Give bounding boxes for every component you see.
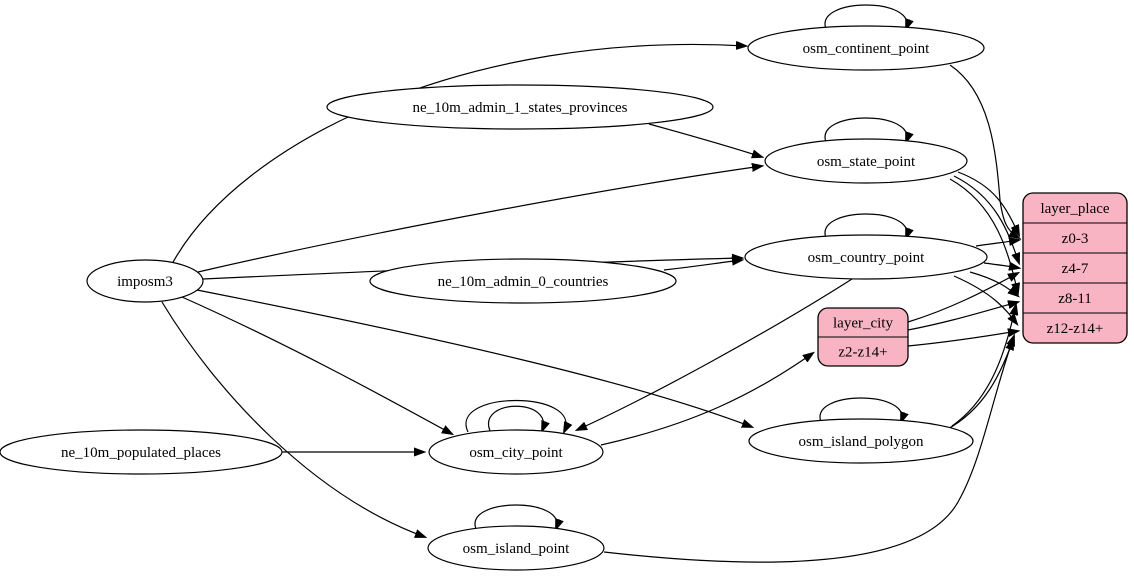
node-label: ne_10m_admin_0_countries [438, 274, 609, 290]
node-label: osm_continent_point [803, 41, 930, 57]
edge-ne_10m_admin_1_states_provinces-to-osm_state_point [648, 123, 762, 157]
edge-osm_continent_point-to-osm_continent_point [824, 4, 907, 29]
node-osm_island_polygon: osm_island_polygon [748, 418, 974, 464]
edge-osm_continent_point-to-layer_place:z0-3 [949, 64, 1019, 238]
edge-layer_city-to-layer_place:z4-7 [907, 273, 1018, 323]
record-row-label: z4-7 [1062, 261, 1089, 277]
edge-imposm3-to-osm_island_polygon [196, 289, 752, 427]
edge-ne_10m_admin_0_countries-to-osm_country_point [663, 260, 742, 271]
node-shape [326, 84, 714, 130]
edge-layer_city-to-layer_place:z12-z14+ [907, 331, 1018, 347]
node-osm_continent_point: osm_continent_point [747, 25, 985, 71]
node-label: osm_island_polygon [798, 434, 924, 450]
record-title: layer_place [1040, 201, 1109, 217]
edge-osm_country_point-to-layer_place:z12-z14+ [953, 275, 1017, 324]
edge-imposm3-to-osm_continent_point [171, 44, 746, 265]
edge-layer_city-to-layer_place:z8-11 [907, 302, 1018, 331]
record-layer_city: layer_city z2-z14+ [817, 307, 909, 367]
edge-osm_state_point-to-osm_state_point [824, 117, 907, 142]
record-row-label: z2-z14+ [838, 345, 887, 361]
node-shape [0, 429, 283, 475]
node-shape [428, 429, 604, 475]
record-title: layer_city [833, 316, 893, 332]
edge-imposm3-to-osm_island_point [161, 301, 425, 537]
node-label: ne_10m_admin_1_states_provinces [413, 100, 628, 116]
node-ne_10m_admin_1_states_provinces: ne_10m_admin_1_states_provinces [326, 84, 714, 130]
edge-osm_country_point-to-layer_place:z4-7 [983, 263, 1019, 268]
record-layer_place: layer_place z0-3 z4-7 z8-11 z12-z14+ [1022, 192, 1128, 344]
node-osm_island_point: osm_island_point [427, 525, 605, 571]
edge-osm_city_point-to-osm_city_point [487, 405, 544, 431]
node-shape [86, 259, 204, 303]
node-shape [427, 525, 605, 571]
node-imposm3: imposm3 [86, 259, 204, 303]
node-osm_city_point: osm_city_point [428, 429, 604, 475]
edge-osm_city_point-to-layer_city:z2-z14+ [600, 353, 813, 446]
node-label: osm_island_point [463, 541, 571, 557]
edge-osm_city_point-to-osm_city_point [465, 399, 566, 433]
edge-osm_country_point-to-layer_place:z0-3 [975, 240, 1019, 247]
edge-osm_country_point-to-layer_place:z8-11 [969, 271, 1018, 296]
edge-osm_country_point-to-osm_country_point [824, 213, 907, 238]
node-label: ne_10m_populated_places [61, 445, 221, 461]
edge-osm_state_point-to-layer_place:z4-7 [953, 175, 1019, 263]
record-shape [1022, 192, 1128, 344]
edge-osm_island_point-to-layer_place:z12-z14+ [603, 336, 1014, 563]
node-osm_country_point: osm_country_point [744, 234, 988, 280]
nodes-layer: imposm3 ne_10m_admin_1_states_provincesne… [0, 25, 1128, 571]
node-label: osm_state_point [817, 154, 916, 170]
edge-osm_country_point-to-osm_city_point [577, 278, 853, 430]
node-label: osm_country_point [808, 250, 925, 266]
node-label: osm_city_point [469, 445, 563, 461]
edges-layer [161, 4, 1019, 563]
edge-imposm3-to-osm_city_point [181, 296, 452, 434]
node-shape [369, 258, 677, 304]
edge-osm_island_polygon-to-layer_place:z8-11 [951, 305, 1016, 427]
node-shape [748, 418, 974, 464]
node-osm_state_point: osm_state_point [764, 138, 968, 184]
node-ne_10m_admin_0_countries: ne_10m_admin_0_countries [369, 258, 677, 304]
edge-imposm3-to-osm_state_point [197, 166, 762, 273]
node-shape [744, 234, 988, 280]
node-shape [747, 25, 985, 71]
edge-osm_island_point-to-osm_island_point [474, 504, 557, 529]
edge-osm_state_point-to-layer_place:z0-3 [957, 171, 1019, 235]
record-row-label: z8-11 [1058, 291, 1092, 307]
node-label: imposm3 [117, 274, 173, 290]
edge-osm_island_polygon-to-osm_island_polygon [819, 397, 902, 422]
record-row-label: z12-z14+ [1047, 321, 1104, 337]
node-ne_10m_populated_places: ne_10m_populated_places [0, 429, 283, 475]
node-shape [764, 138, 968, 184]
record-row-label: z0-3 [1062, 231, 1089, 247]
